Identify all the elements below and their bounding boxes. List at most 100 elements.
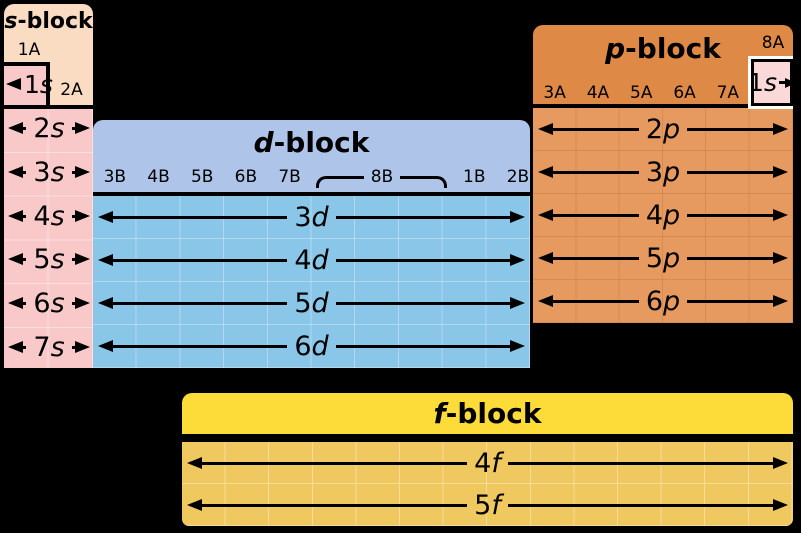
- arrow-shaft: [553, 213, 639, 217]
- orbital-label: 3p: [639, 159, 687, 186]
- orbital-number: 2: [645, 113, 664, 145]
- p-group-row: 3A 4A 5A 6A 7A: [533, 80, 793, 104]
- p-block: p-block 8A 3A 4A 5A 6A 7A 1s 2p: [533, 25, 793, 323]
- orbital-row-4p: 4p: [538, 199, 789, 231]
- arrow-left-icon: [538, 295, 553, 307]
- orbital-label: 4s: [26, 203, 71, 230]
- orbital-label: 6d: [287, 333, 335, 360]
- orbital-letter: f: [491, 489, 501, 521]
- orbital-row-3s: 3s: [8, 156, 91, 188]
- arrow-right-icon: [510, 254, 526, 266]
- arrow-left-icon: [6, 78, 21, 90]
- arrow-shaft: [553, 170, 639, 174]
- arrow-shaft: [687, 170, 774, 174]
- arrow-left-icon: [8, 253, 23, 265]
- group-label-7a: 7A: [716, 83, 740, 103]
- orbital-label: 3d: [287, 204, 335, 231]
- arrow-right-icon: [510, 340, 526, 352]
- arrow-right-icon: [773, 499, 789, 511]
- orbital-letter: f: [491, 447, 501, 479]
- arrow-shaft: [553, 256, 639, 260]
- arrow-left-icon: [8, 341, 23, 353]
- brace-right-hook: [400, 176, 448, 188]
- arrow-right-icon: [75, 210, 91, 222]
- orbital-letter: d: [311, 287, 329, 319]
- arrow-shaft: [687, 127, 774, 131]
- arrow-right-icon: [773, 166, 789, 178]
- orbital-row-1s: 1s: [6, 68, 53, 100]
- orbital-letter: p: [663, 242, 681, 274]
- arrow-left-icon: [98, 297, 113, 309]
- arrow-left-icon: [98, 340, 113, 352]
- group-label-5b: 5B: [190, 167, 214, 187]
- arrow-shaft: [507, 503, 774, 507]
- orbital-row-2p: 2p: [538, 113, 789, 145]
- d-block: d-block 3B 4B 5B 6B 7B 8B 1B 2B 3d: [93, 120, 530, 368]
- orbital-row-6s: 6s: [8, 287, 91, 319]
- orbital-letter: d: [311, 201, 329, 233]
- arrow-right-icon: [75, 253, 91, 265]
- orbital-label: 6p: [639, 288, 687, 315]
- arrow-left-icon: [98, 254, 113, 266]
- orbital-letter: s: [50, 112, 65, 144]
- arrow-right-icon: [75, 297, 91, 309]
- s-block-title-suffix: -block: [17, 9, 93, 34]
- group-label-2a: 2A: [60, 80, 83, 100]
- orbital-number: 3: [645, 156, 664, 188]
- f-block-title-letter: f: [433, 397, 446, 430]
- arrow-left-icon: [8, 122, 23, 134]
- orbital-letter: s: [39, 69, 53, 99]
- group-label-1a: 1A: [17, 40, 41, 60]
- arrow-right-icon: [773, 209, 789, 221]
- f-block-body: 4f 5f: [182, 442, 793, 526]
- orbital-row-6p: 6p: [538, 285, 789, 317]
- orbital-letter: d: [311, 330, 329, 362]
- s-block-title: s-block: [4, 9, 93, 35]
- d-block-title-letter: d: [253, 126, 274, 159]
- arrow-left-icon: [187, 457, 202, 469]
- orbital-label: 5p: [639, 245, 687, 272]
- arrow-shaft: [778, 81, 785, 84]
- p-block-body: 2p 3p 4p 5p 6p: [533, 108, 793, 323]
- arrow-shaft: [113, 344, 288, 348]
- arrow-shaft: [687, 299, 774, 303]
- brace-left-hook: [316, 176, 364, 188]
- orbital-label: 2p: [639, 116, 687, 143]
- group-label-5a: 5A: [630, 83, 653, 103]
- arrow-left-icon: [98, 211, 113, 223]
- orbital-row-3d: 3d: [98, 201, 526, 233]
- orbital-number: 1: [24, 69, 40, 99]
- arrow-shaft: [553, 299, 639, 303]
- arrow-shaft: [335, 344, 511, 348]
- orbital-number: 6: [294, 330, 312, 362]
- p-block-title-letter: p: [605, 32, 626, 65]
- orbital-letter: s: [50, 331, 65, 363]
- arrow-right-icon: [75, 122, 91, 134]
- orbital-row-7s: 7s: [8, 331, 91, 363]
- orbital-number: 2: [33, 112, 51, 144]
- orbital-label: 7s: [26, 334, 71, 361]
- arrow-right-icon: [773, 457, 789, 469]
- arrow-left-icon: [538, 252, 553, 264]
- orbital-label: 4d: [287, 247, 335, 274]
- s-block-title-letter: s: [4, 9, 18, 34]
- arrow-shaft: [202, 503, 468, 507]
- arrow-right-icon: [773, 123, 789, 135]
- orbital-letter: p: [663, 285, 681, 317]
- d-block-body: 3d 4d 5d 6d: [93, 196, 530, 368]
- arrow-left-icon: [538, 209, 553, 221]
- orbital-letter: p: [663, 113, 681, 145]
- group-label-4a: 4A: [586, 83, 610, 103]
- arrow-shaft: [23, 301, 27, 305]
- orbital-label: 6s: [26, 290, 71, 317]
- arrow-shaft: [23, 126, 27, 130]
- arrow-shaft: [335, 215, 511, 219]
- helium-1s-cell: 1s: [748, 56, 793, 109]
- arrow-right-icon: [773, 295, 789, 307]
- d-block-title: d-block: [93, 126, 530, 160]
- orbital-number: 5: [33, 243, 51, 275]
- group-label-2b: 2B: [506, 167, 530, 187]
- orbital-row-2s: 2s: [8, 112, 91, 144]
- arrow-left-icon: [187, 499, 202, 511]
- f-block-header: f-block: [182, 393, 793, 438]
